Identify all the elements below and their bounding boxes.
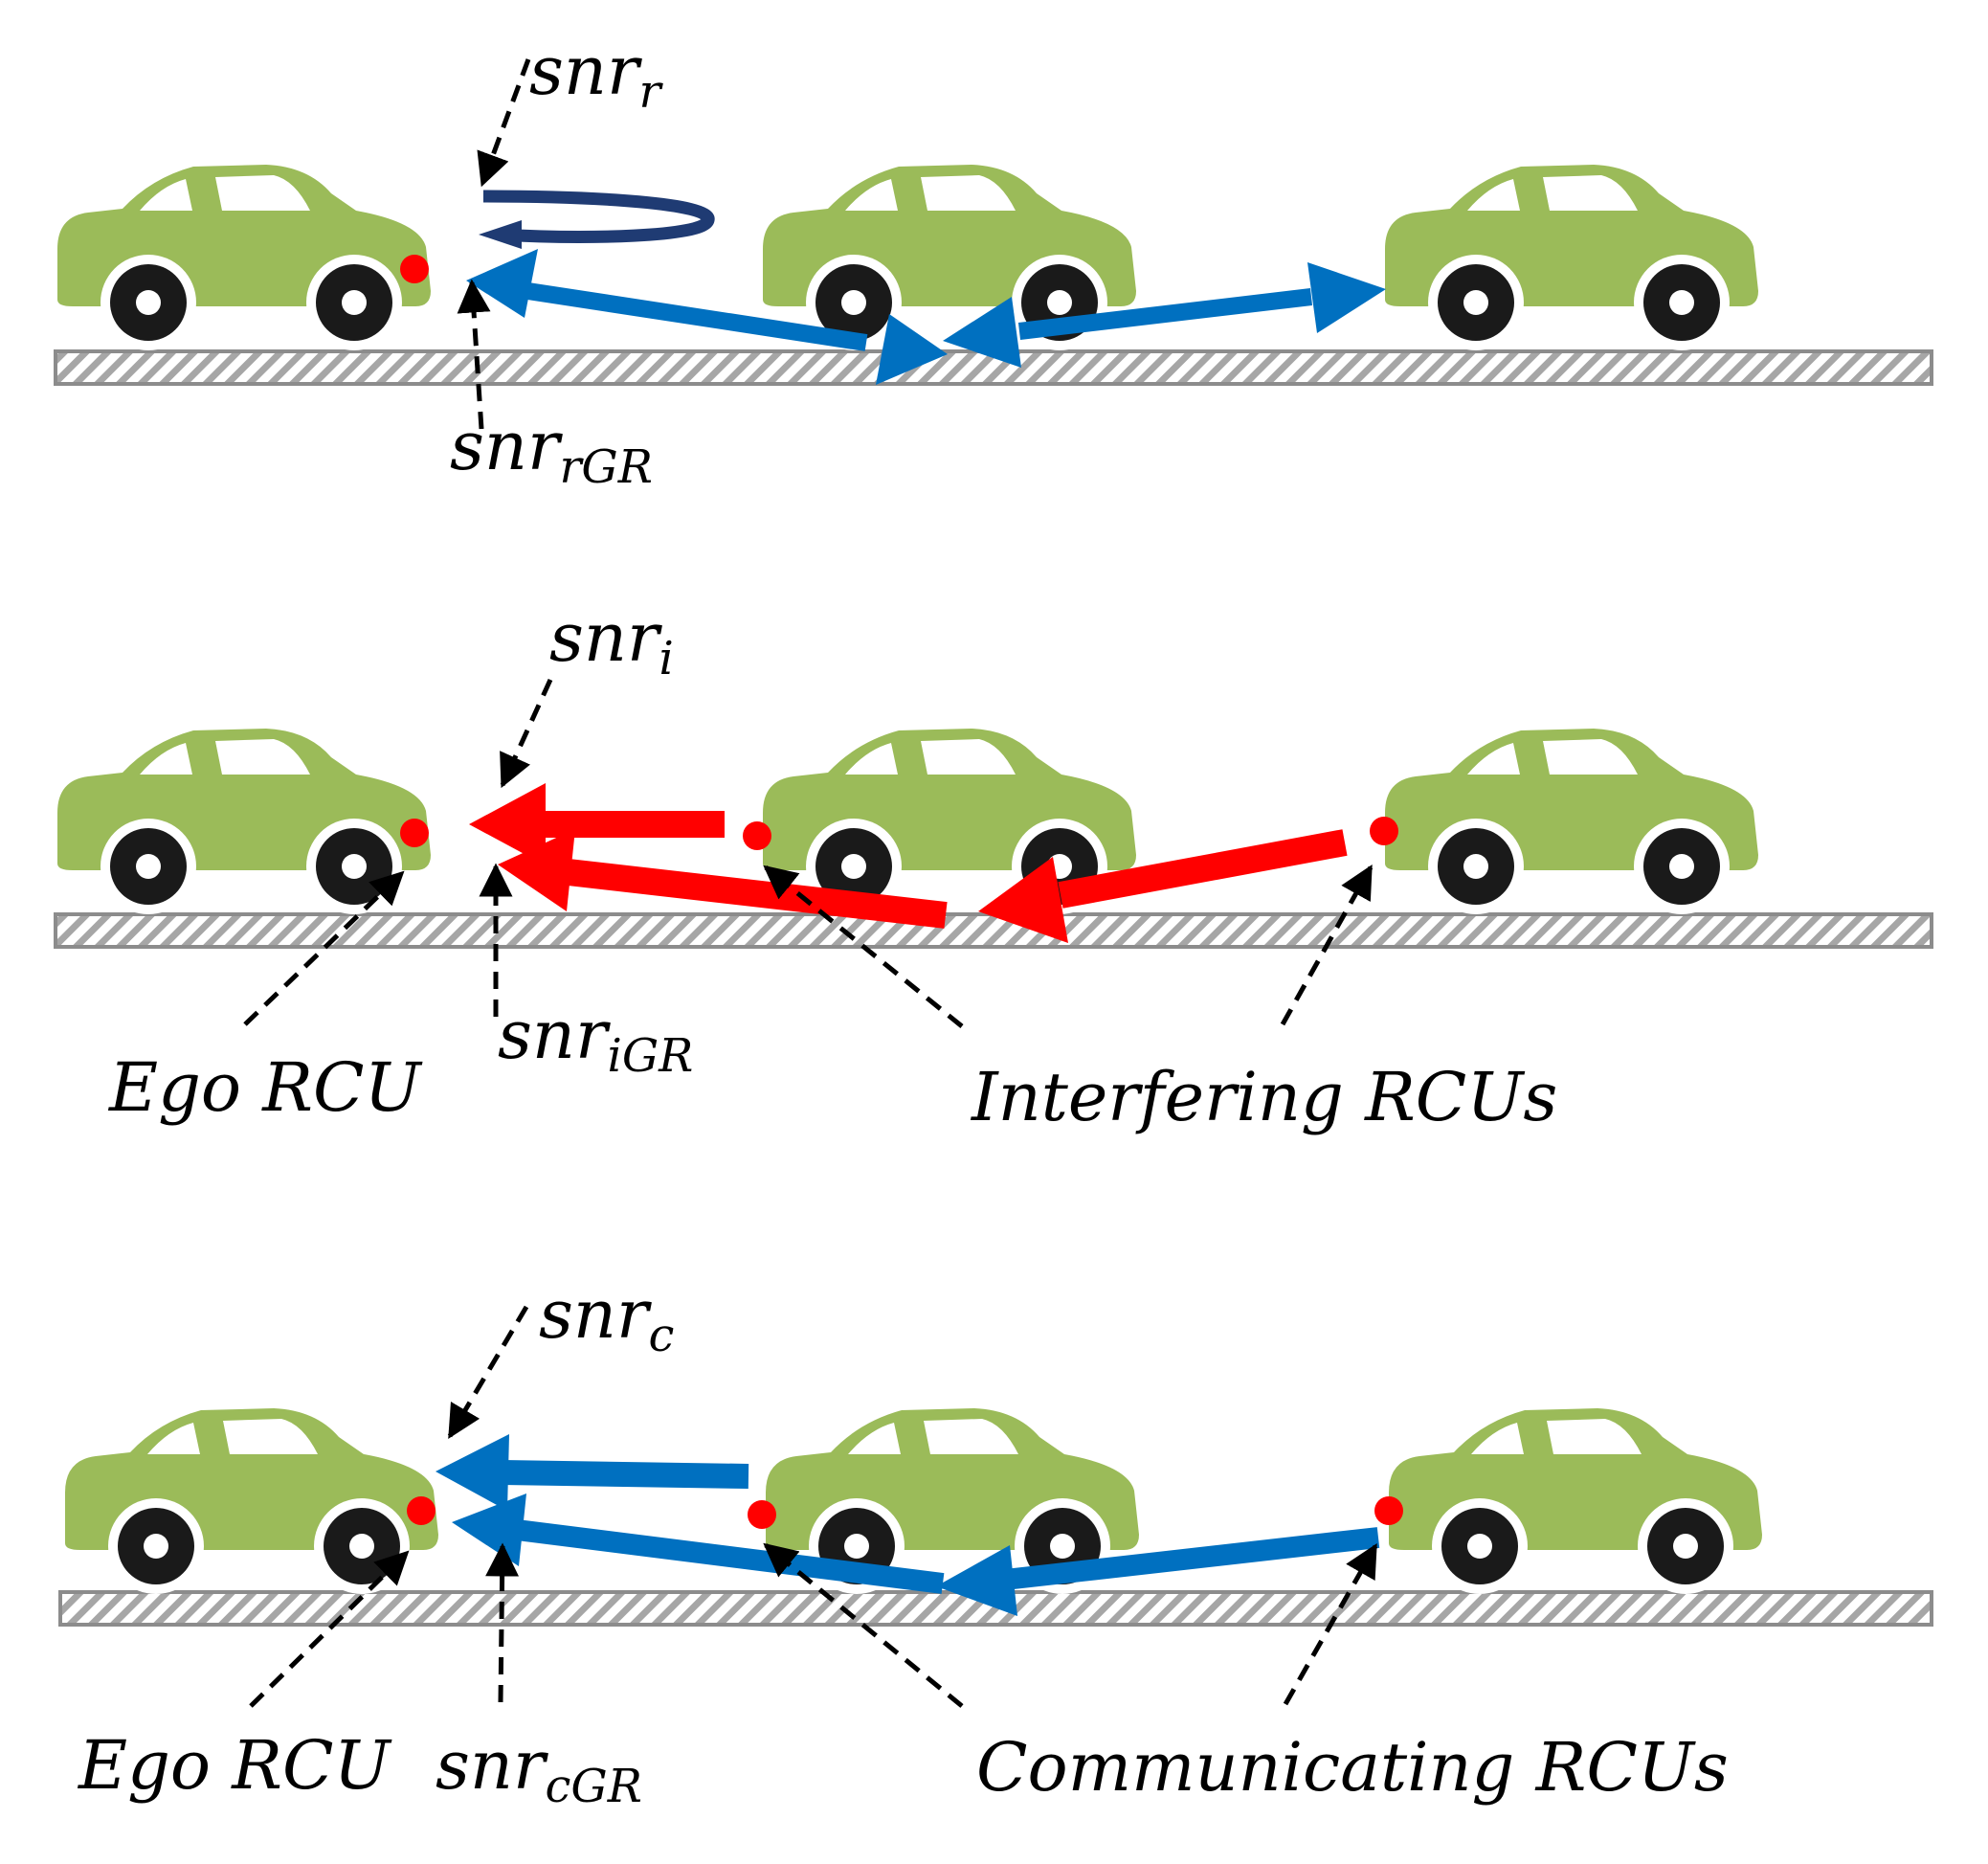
communication-arrow-car2 <box>436 1434 749 1511</box>
ego-car <box>57 729 431 914</box>
label-snr-r: snrr <box>529 32 663 119</box>
pointer-ego <box>249 1550 410 1708</box>
car-3 <box>1389 1408 1762 1594</box>
pointer-snr-i <box>500 678 553 789</box>
car-3-sensor <box>1374 1496 1403 1525</box>
label-snr-c: snrc <box>539 1275 674 1362</box>
pointer-communicator-car2 <box>763 1542 964 1708</box>
panel-radar: snrr snrrGR <box>54 32 1933 494</box>
label-snr-rgr: snrrGR <box>450 407 653 494</box>
radar-arrow-far <box>943 262 1386 368</box>
pointer-interferer-car3 <box>1280 864 1374 1026</box>
pointer-ego <box>243 870 405 1026</box>
ego-sensor <box>400 255 429 283</box>
label-snr-igr: snriGR <box>498 996 693 1083</box>
label-snr-i: snri <box>549 598 674 685</box>
interference-arrow-car2 <box>469 783 725 865</box>
label-communicating-rcus: Communicating RCUs <box>976 1728 1729 1807</box>
label-ego-rcu: Ego RCU <box>107 1048 423 1127</box>
pointer-interferer-car2 <box>763 865 964 1028</box>
self-loop-arrow <box>479 190 715 249</box>
car-2-sensor <box>743 821 771 850</box>
road <box>54 912 1933 949</box>
car-3-sensor <box>1370 817 1398 845</box>
car-3 <box>1385 165 1758 350</box>
pointer-snr-r <box>477 58 531 188</box>
radar-arrow-near <box>466 249 948 385</box>
pointer-communicator-car3 <box>1283 1542 1378 1706</box>
car-3 <box>1385 729 1758 914</box>
interference-arrow-car3 <box>498 829 1348 943</box>
communication-arrow-car3 <box>452 1493 1380 1616</box>
panel-communication: snrc snrcGR Ego RCU Communicating RCUs <box>58 1275 1933 1813</box>
panel-interference: snri snriGR Ego RCU Interfering RCUs <box>54 598 1933 1136</box>
ego-sensor <box>400 819 429 847</box>
ego-car <box>57 165 431 350</box>
ego-sensor <box>407 1496 436 1525</box>
label-interfering-rcus: Interfering RCUs <box>970 1058 1557 1136</box>
label-ego-rcu: Ego RCU <box>77 1726 392 1805</box>
car-2-sensor <box>748 1500 776 1529</box>
label-snr-cgr: snrcGR <box>436 1726 642 1813</box>
pointer-snr-c <box>447 1305 529 1440</box>
pointer-snr-rgr <box>457 279 491 430</box>
ego-car <box>65 1408 438 1594</box>
